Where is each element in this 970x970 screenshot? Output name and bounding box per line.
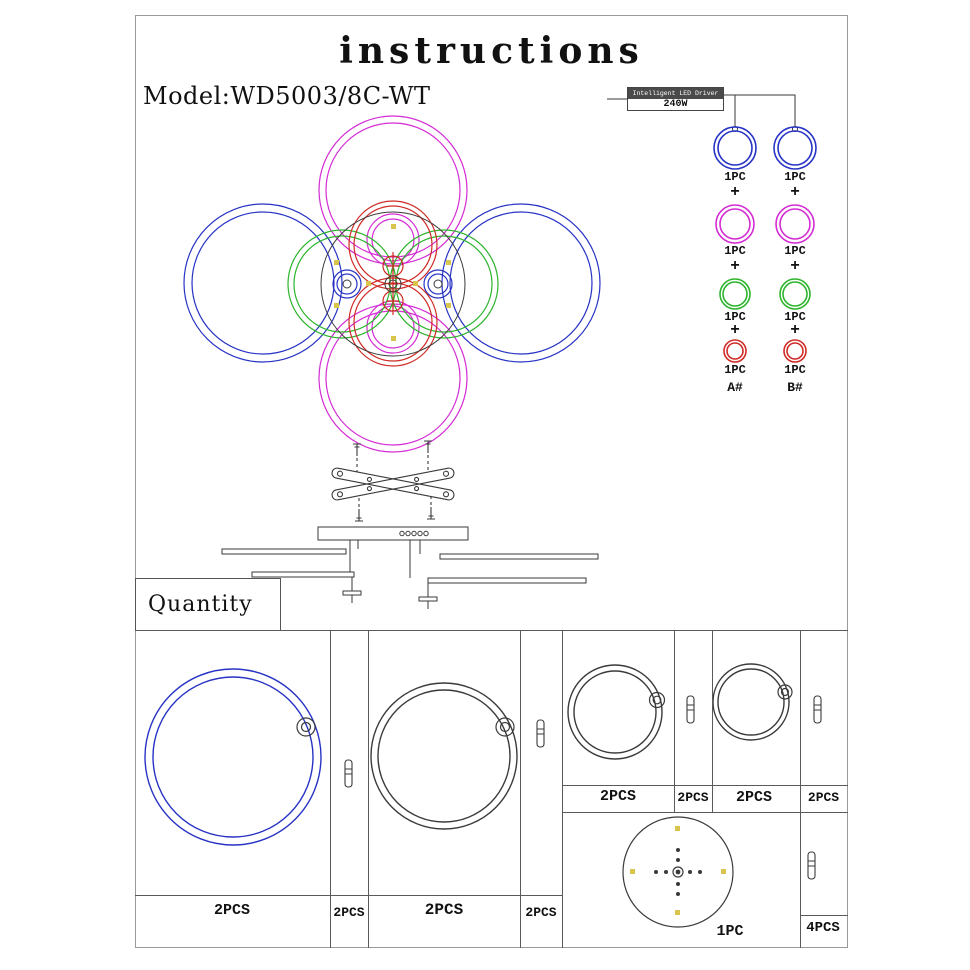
part-ring-small (712, 663, 790, 741)
plus-sign: + (790, 321, 800, 339)
part-ring-blue-large (144, 668, 322, 846)
pin-icon (344, 759, 353, 788)
part-ring-connectors (296, 684, 793, 737)
pin-icon (536, 719, 545, 748)
sheet-border (135, 15, 848, 948)
qty-ring-blue-large: 2PCS (213, 902, 250, 919)
pin-icon (686, 695, 695, 724)
qty-b-red: 1PC (784, 363, 806, 377)
qty-ring-small: 2PCS (735, 789, 772, 806)
grid-line (562, 785, 848, 786)
grid-line (368, 631, 369, 948)
qty-b-green: 1PC (784, 310, 806, 324)
led-driver-name: Intelligent LED Driver (628, 88, 723, 99)
quantity-label: Quantity (148, 592, 253, 617)
qty-pin-set: 4PCS (806, 920, 840, 936)
fixture-side-view (221, 526, 599, 609)
part-pins (344, 695, 822, 880)
assembly-green-rings (719, 278, 811, 310)
grid-line (800, 631, 801, 948)
qty-pin-2: 2PCS (525, 905, 557, 920)
grid-line (330, 631, 331, 948)
part-ring-black-large (370, 682, 518, 830)
part-ring-medium (567, 664, 663, 760)
qty-b-magenta: 1PC (784, 244, 806, 258)
qty-canopy: 1PC (716, 923, 744, 940)
grid-line (520, 631, 521, 948)
pin-icon (813, 695, 822, 724)
plus-sign: + (790, 183, 800, 201)
assembly-blue-rings (713, 126, 817, 170)
model-number: Model:WD5003/8C-WT (143, 82, 431, 110)
grid-line (135, 895, 562, 896)
mounting-bracket (331, 440, 455, 522)
qty-a-green: 1PC (724, 310, 746, 324)
main-diagram (183, 115, 601, 453)
assembly-magenta-rings (715, 204, 815, 244)
pin-icon (807, 851, 816, 880)
canopy-holes (399, 530, 429, 537)
led-driver-box: Intelligent LED Driver 240W (627, 87, 724, 111)
qty-b-blue: 1PC (784, 170, 806, 184)
canopy-led-dots (630, 826, 726, 915)
page-title: instructions (339, 30, 644, 72)
column-b-label: B# (787, 380, 803, 395)
qty-pin-3: 2PCS (677, 790, 709, 805)
assembly-red-rings (723, 339, 807, 363)
column-a-label: A# (727, 380, 743, 395)
qty-pin-4: 2PCS (807, 790, 840, 805)
main-canopy-outline (320, 211, 466, 357)
quantity-header-box: Quantity (135, 578, 281, 631)
parts-drawings (144, 663, 822, 928)
qty-ring-large: 2PCS (424, 901, 464, 919)
bracket-screws (353, 440, 435, 522)
plus-sign: + (730, 183, 740, 201)
qty-pin-1: 2PCS (333, 905, 365, 920)
qty-a-blue: 1PC (724, 170, 746, 184)
grid-line (135, 630, 848, 631)
plus-sign: + (790, 257, 800, 275)
main-led-dots (334, 224, 451, 341)
canopy-screw-dots (654, 848, 702, 896)
qty-a-red: 1PC (724, 363, 746, 377)
qty-ring-medium: 2PCS (599, 788, 636, 805)
plus-sign: + (730, 257, 740, 275)
grid-line (562, 812, 848, 813)
part-canopy-plate (622, 816, 734, 928)
assembly-ring-stacks (713, 126, 817, 363)
grid-line (712, 631, 713, 812)
grid-line (800, 915, 848, 916)
main-red-rings (348, 200, 438, 367)
plus-sign: + (730, 321, 740, 339)
grid-line (562, 631, 563, 948)
led-driver-power: 240W (663, 99, 688, 110)
qty-a-magenta: 1PC (724, 244, 746, 258)
grid-line (674, 631, 675, 812)
